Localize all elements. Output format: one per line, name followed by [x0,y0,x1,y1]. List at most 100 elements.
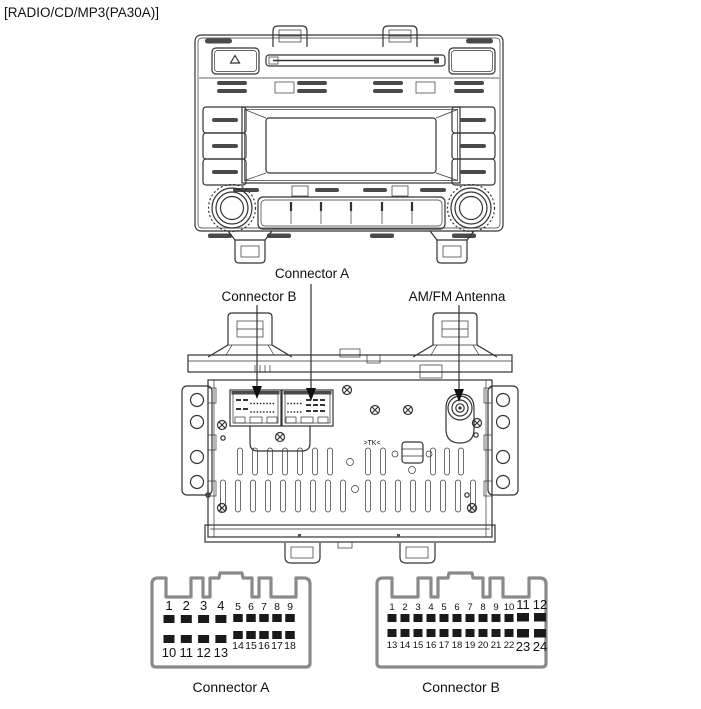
connector-mount-tab [249,426,311,452]
connector-b-pin-number-11: 11 [516,597,530,612]
mounting-tab-right [429,230,475,264]
connector-b-pin-number-15: 15 [413,640,424,651]
preset-buttons [257,196,446,230]
fuse-block [391,441,433,474]
connector-b-pin-number-10: 10 [504,602,515,613]
connector-b-pin-17 [439,629,449,637]
connector-b-pin-22 [504,629,514,637]
connector-b-pin-23 [517,629,529,638]
connector-b-pin-number-7: 7 [467,602,472,613]
connector-b-pin-number-16: 16 [426,640,437,651]
right-wing-plate [487,385,519,496]
connector-a-pin-number-7: 7 [261,601,267,613]
connector-b-pin-24 [534,629,546,638]
connector-b-pin-number-19: 19 [465,640,476,651]
connector-a-pin-number-2: 2 [183,598,190,613]
connector-b-pin-number-6: 6 [454,602,459,613]
eject-icon [229,54,241,64]
connector-b-pin-7 [465,614,475,622]
connector-b-pin-19 [465,629,475,637]
connector-a-pin-13 [215,635,227,643]
connector-b-callout: Connector B [221,289,297,304]
connector-b-pinout-label: Connector B [422,679,500,695]
connector-a-pin-1 [163,615,175,623]
rear-panel [207,379,493,538]
side-buttons-left [202,106,247,186]
connector-b-pin-number-9: 9 [493,602,498,613]
connector-b-pin-5 [439,614,449,622]
connector-a-pin-number-8: 8 [274,601,280,613]
rear-connector-a [281,389,334,427]
mid-button-row [233,185,446,197]
connector-b-pin-4 [426,614,436,622]
connector-a-outline [150,571,312,669]
tune-knob [446,183,496,233]
antenna-callout: AM/FM Antenna [408,289,506,304]
connector-a-pin-15 [246,631,256,639]
connector-a-pin-number-14: 14 [232,640,244,652]
connector-b-pin-13 [387,629,397,637]
connector-a-pin-5 [233,614,243,622]
connector-b-pin-number-17: 17 [439,640,450,651]
connector-b-pin-number-3: 3 [415,602,420,613]
connector-b-pin-21 [491,629,501,637]
connector-b-pin-number-8: 8 [480,602,485,613]
connector-b-pin-15 [413,629,423,637]
connector-b-pin-3 [413,614,423,622]
rear-bracket [207,312,293,358]
connector-a-pinout-label: Connector A [192,679,270,695]
connector-a-pin-number-3: 3 [200,598,207,613]
connector-a-pin-number-9: 9 [287,601,293,613]
connector-b-pin-number-20: 20 [478,640,489,651]
left-wing-plate [181,385,213,496]
connector-a-pin-8 [272,614,282,622]
screw-icon [205,384,483,514]
connector-a-pin-17 [272,631,282,639]
connector-a-pin-3 [198,615,210,623]
page-title: [RADIO/CD/MP3(PA30A)] [4,5,160,20]
connector-a-callout: Connector A [274,266,350,281]
volume-knob [207,183,257,233]
connector-b-pin-number-18: 18 [452,640,463,651]
connector-b-pin-14 [400,629,410,637]
connector-b-pin-number-14: 14 [400,640,411,651]
vent-slots-row1 [237,447,464,476]
connector-a-pin-10 [163,635,175,643]
connector-b-pin-2 [400,614,410,622]
radio-rear-view: >TK< [181,312,519,564]
radio-front-view [194,25,504,264]
connector-a-pin-number-16: 16 [258,640,270,652]
connector-b-pin-number-1: 1 [389,602,394,613]
connector-a-pin-7 [259,614,269,622]
trim-pill [466,38,493,44]
connector-a-pin-4 [215,615,227,623]
connector-b-pin-6 [452,614,462,622]
plastic-marking: >TK< [363,440,380,447]
connector-a-pin-number-18: 18 [284,640,296,652]
connector-a-pin-2 [180,615,192,623]
connector-a-pin-number-17: 17 [271,640,283,652]
eject-button [211,47,260,75]
connector-a-pin-number-13: 13 [214,645,228,660]
connector-a-pin-number-15: 15 [245,640,257,652]
connector-a-pin-12 [198,635,210,643]
connector-a-pin-number-6: 6 [248,601,254,613]
connector-a-pin-number-4: 4 [217,598,224,613]
connector-a-pin-number-11: 11 [180,645,194,660]
connector-a-pin-number-12: 12 [196,645,210,660]
connector-b-pin-number-24: 24 [533,639,547,654]
connector-b-pin-12 [534,613,546,622]
connector-a-pin-9 [285,614,295,622]
connector-b-pin-1 [387,614,397,622]
rear-bottom [204,524,496,549]
top-clip-icon [382,25,418,48]
vent-slots-row2 [220,479,476,513]
connector-b-pin-number-5: 5 [441,602,446,613]
connector-a-pin-11 [180,635,192,643]
connector-a-pin-number-5: 5 [235,601,241,613]
front-panel-body [194,34,504,232]
side-buttons-right [451,106,496,186]
top-clip-icon [272,25,308,47]
